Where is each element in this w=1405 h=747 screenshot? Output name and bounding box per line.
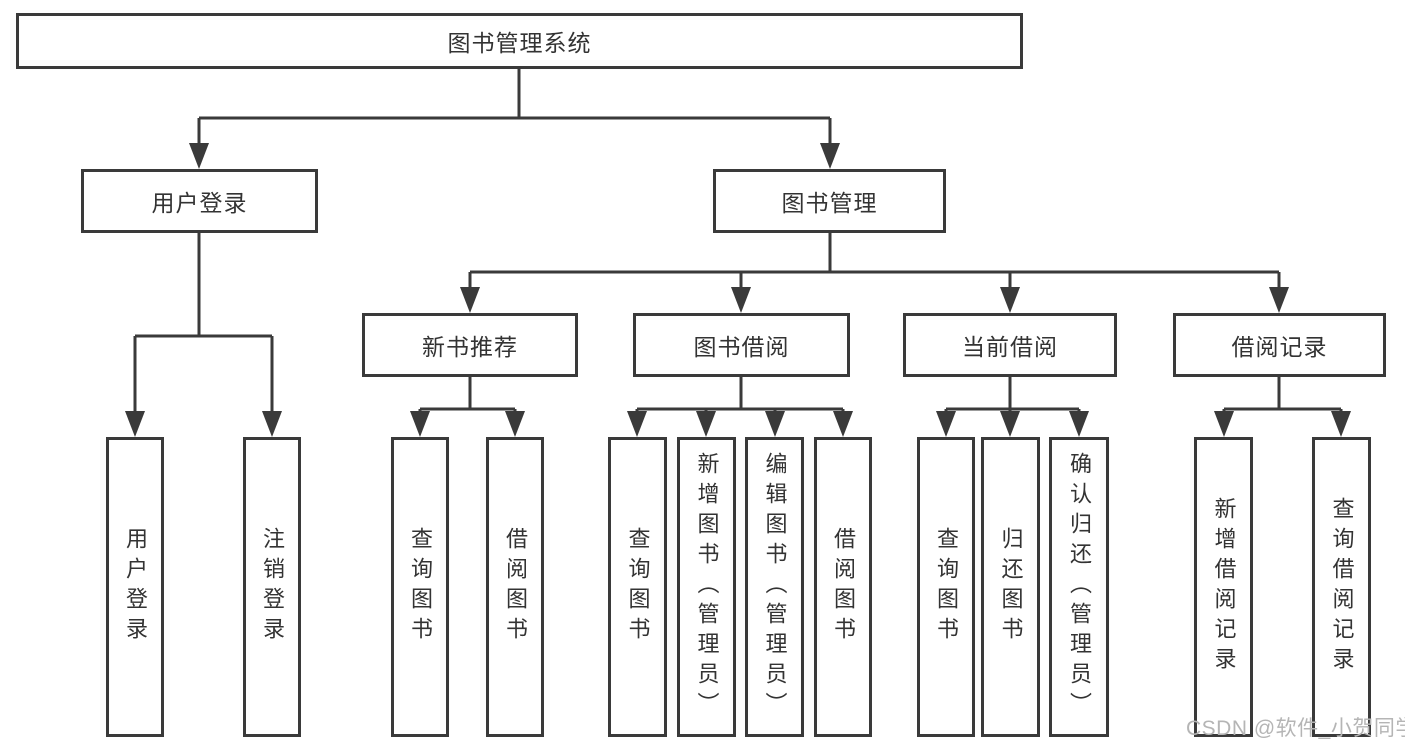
leaf-borrow-book: 借阅图书 <box>814 437 872 737</box>
node-label: 归还图书 <box>998 527 1024 647</box>
leaf-query-book-recommend: 查询图书 <box>391 437 449 737</box>
node-label: 新增借阅记录 <box>1211 497 1237 677</box>
node-label: 用户登录 <box>123 527 148 647</box>
connector-user-login-to-leaves <box>133 233 274 413</box>
node-label: 确认归还（管理员） <box>1067 452 1092 722</box>
leaf-user-login: 用户登录 <box>106 437 164 737</box>
node-root: 图书管理系统 <box>16 13 1023 69</box>
leaf-add-borrow-record: 新增借阅记录 <box>1194 437 1253 737</box>
node-label: 注销登录 <box>260 527 285 647</box>
node-label: 借阅图书 <box>831 527 856 647</box>
connector-book-borrow-to-leaves <box>635 377 845 413</box>
node-book-borrow: 图书借阅 <box>633 313 850 377</box>
connector-borrow-records-to-leaves <box>1222 377 1343 413</box>
arrowheads-new-book-recommend-leaves <box>410 411 525 437</box>
leaf-query-borrow-record: 查询借阅记录 <box>1312 437 1371 737</box>
leaf-query-book-borrow: 查询图书 <box>608 437 667 737</box>
leaf-query-book-current: 查询图书 <box>917 437 975 737</box>
node-label: 借阅记录 <box>1231 334 1328 360</box>
leaf-return-book: 归还图书 <box>981 437 1040 737</box>
node-label: 借阅图书 <box>503 527 528 647</box>
node-label: 图书管理 <box>781 190 878 216</box>
node-label: 编辑图书（管理员） <box>762 452 788 722</box>
leaf-borrow-book-recommend: 借阅图书 <box>486 437 544 737</box>
node-label: 当前借阅 <box>962 334 1058 360</box>
node-label: 用户登录 <box>151 190 248 216</box>
connector-current-borrow-to-leaves <box>944 377 1081 413</box>
leaf-confirm-return-admin: 确认归还（管理员） <box>1049 437 1109 737</box>
arrowheads-current-borrow-leaves <box>936 411 1089 437</box>
arrowheads-user-login-leaves <box>125 411 282 437</box>
connector-new-book-recommend-to-leaves <box>418 377 517 413</box>
connector-book-management-to-level3 <box>468 233 1281 289</box>
node-label: 查询借阅记录 <box>1329 497 1355 677</box>
node-borrow-records: 借阅记录 <box>1173 313 1386 377</box>
node-label: 查询图书 <box>934 527 959 647</box>
leaf-edit-book-admin: 编辑图书（管理员） <box>745 437 804 737</box>
arrowheads-book-borrow-leaves <box>627 411 853 437</box>
node-label: 图书借阅 <box>693 334 790 360</box>
leaf-add-book-admin: 新增图书（管理员） <box>677 437 736 737</box>
node-current-borrow: 当前借阅 <box>903 313 1117 377</box>
arrowheads-level2 <box>189 143 840 169</box>
connector-root-to-level2 <box>197 69 832 145</box>
node-book-management: 图书管理 <box>713 169 946 233</box>
node-label: 查询图书 <box>408 527 433 647</box>
node-label: 新增图书（管理员） <box>694 452 720 722</box>
node-label: 查询图书 <box>625 527 651 647</box>
node-user-login: 用户登录 <box>81 169 318 233</box>
arrowheads-borrow-records-leaves <box>1214 411 1351 437</box>
csdn-watermark: CSDN @软件_小贺同学 <box>1186 717 1405 740</box>
leaf-logout: 注销登录 <box>243 437 301 737</box>
node-label: 新书推荐 <box>422 334 518 360</box>
node-new-book-recommend: 新书推荐 <box>362 313 578 377</box>
node-label: 图书管理系统 <box>447 30 592 56</box>
arrowheads-level3 <box>460 287 1289 313</box>
